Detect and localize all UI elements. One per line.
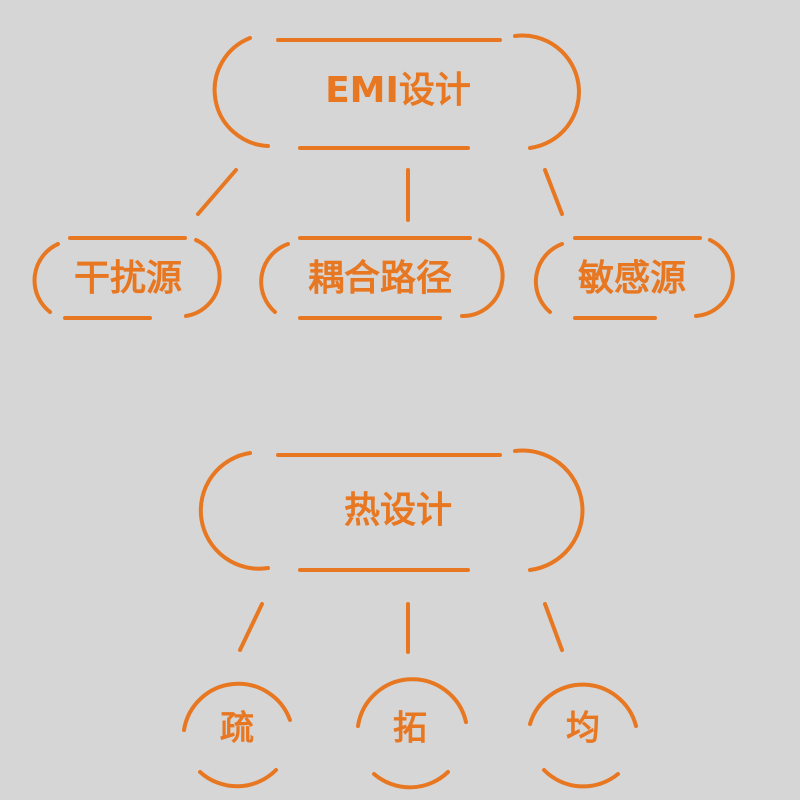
emi-child-coupling-path: 耦合路径: [259, 236, 505, 320]
thermal-child-3-top-arc: [528, 682, 638, 728]
thermal-child-3-bottom-arc: [542, 768, 620, 789]
emi-group: EMI设计 干扰源 耦合路径 敏感源: [32, 33, 735, 320]
emi-child-sensitive-source: 敏感源: [533, 236, 735, 320]
thermal-child-extend: 拓: [356, 677, 468, 790]
emi-child-3-right-arc: [694, 238, 735, 318]
emi-child-1-right-arc: [184, 238, 222, 318]
emi-child-interference-source: 干扰源: [32, 236, 222, 320]
thermal-child-2-label: 拓: [393, 709, 427, 749]
thermal-connector-right: [543, 602, 564, 652]
thermal-root-left-arc: [198, 451, 270, 571]
emi-child-2-left-arc: [259, 242, 290, 314]
emi-connector-left: [196, 168, 238, 216]
emi-child-2-label: 耦合路径: [308, 258, 452, 299]
emi-root-node: EMI设计: [212, 33, 581, 150]
thermal-root-right-arc: [513, 448, 585, 572]
thermal-root-label: 热设计: [344, 490, 452, 531]
thermal-root-node: 热设计: [198, 448, 585, 572]
thermal-child-3-label: 均: [566, 709, 600, 749]
thermal-child-1-label: 疏: [220, 709, 254, 749]
thermal-child-even: 均: [528, 682, 638, 789]
thermal-group: 热设计 疏 拓 均: [182, 448, 638, 790]
thermal-child-1-bottom-arc: [198, 768, 278, 789]
emi-root-label: EMI设计: [325, 70, 471, 111]
thermal-connector-left: [238, 602, 264, 652]
emi-child-1-label: 干扰源: [74, 258, 182, 299]
emi-child-3-left-arc: [533, 242, 564, 314]
emi-connector-right: [543, 168, 564, 216]
emi-child-2-right-arc: [460, 238, 505, 319]
thermal-child-dredge: 疏: [182, 681, 292, 789]
thermal-child-2-bottom-arc: [372, 770, 450, 790]
thermal-child-2-top-arc: [356, 677, 468, 728]
emi-child-1-left-arc: [32, 242, 60, 314]
emi-child-3-label: 敏感源: [578, 258, 686, 299]
emi-root-left-arc: [212, 36, 270, 148]
emi-root-right-arc: [513, 33, 581, 150]
thermal-child-1-top-arc: [182, 681, 292, 732]
